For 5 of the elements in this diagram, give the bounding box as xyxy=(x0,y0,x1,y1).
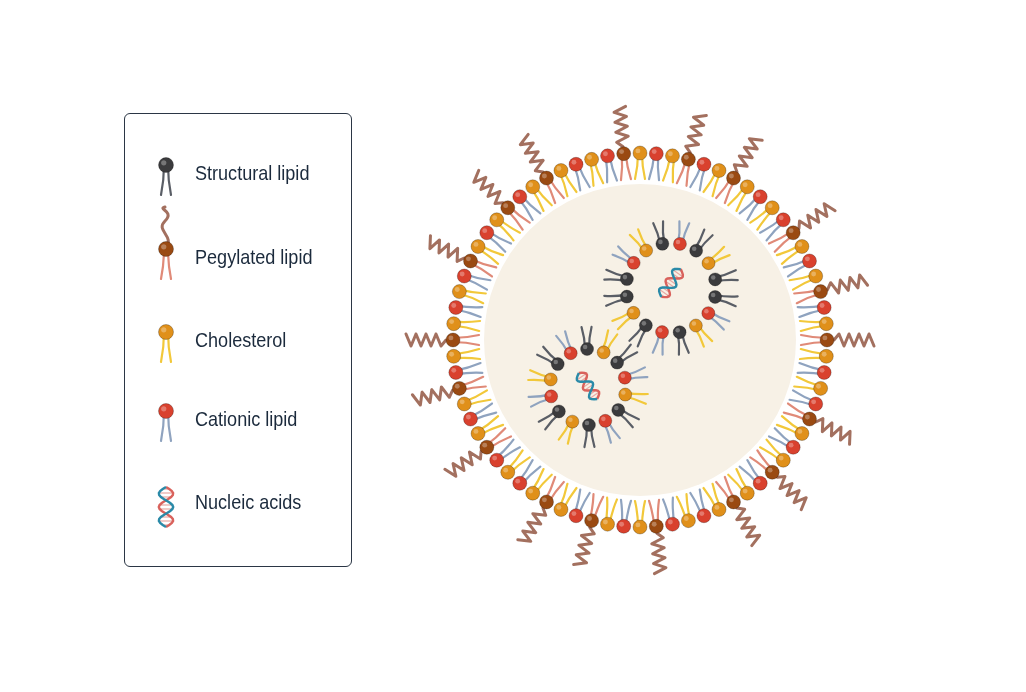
legend-text: Nucleic acids xyxy=(195,490,302,514)
legend-text: Cholesterol xyxy=(195,328,287,352)
legend-text: Pegylated lipid xyxy=(195,245,313,269)
legend-text: Cationic lipid xyxy=(195,407,298,431)
legend-text: Structural lipid xyxy=(195,161,310,185)
